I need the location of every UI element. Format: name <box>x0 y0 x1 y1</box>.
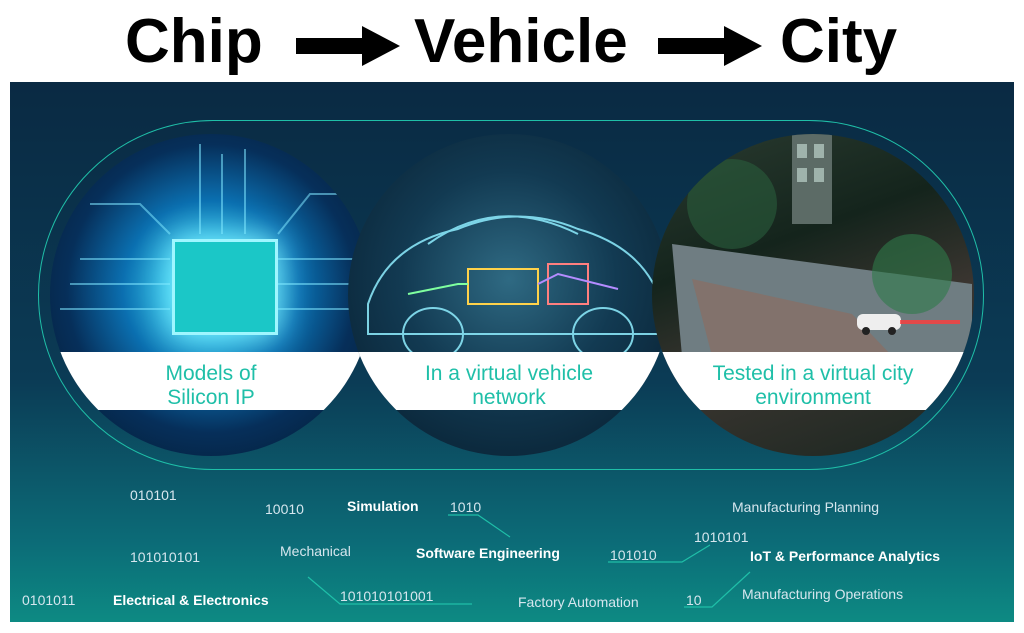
circle-2-label: In a virtual vehicle network <box>424 362 594 409</box>
tag-software-engineering: Software Engineering <box>416 545 560 561</box>
binary-tag: 101010101 <box>130 549 201 565</box>
chip-icon <box>172 239 278 335</box>
binary-tag: 010101 <box>130 487 177 503</box>
city-street-icon <box>672 134 972 356</box>
chip-circle: Models of Silicon IP <box>50 134 372 456</box>
title-row: Chip Vehicle City <box>0 0 1024 82</box>
tag-iot-performance-analytics: IoT & Performance Analytics <box>750 548 941 564</box>
city-circle: Tested in a virtual city environment <box>652 134 974 456</box>
circle-3-label: Tested in a virtual city environment <box>712 362 914 409</box>
tag-electrical-electronics: Electrical & Electronics <box>113 592 269 608</box>
binary-tag: 101010 <box>610 547 657 563</box>
circle-1-label: Models of Silicon IP <box>165 362 257 409</box>
tag-factory-automation: Factory Automation <box>518 594 639 610</box>
label-band <box>50 352 372 410</box>
label-band <box>348 352 670 410</box>
binary-tag: 0101011 <box>22 592 76 608</box>
label-band <box>652 352 974 410</box>
binary-tag: 10 <box>686 592 702 608</box>
binary-tag: 10010 <box>265 501 304 517</box>
tag-manufacturing-operations: Manufacturing Operations <box>742 586 904 602</box>
outline-pill <box>38 120 984 470</box>
binary-tag: 1010101 <box>694 529 749 545</box>
binary-tag: 1010 <box>450 499 482 515</box>
arrow-right-icon <box>658 26 762 66</box>
tag-simulation: Simulation <box>347 498 419 514</box>
tag-mechanical: Mechanical <box>280 543 351 559</box>
vehicle-circle: In a virtual vehicle network <box>348 134 670 456</box>
main-panel: Models of Silicon IP In a virtual vehicl… <box>10 82 1014 622</box>
tag-manufacturing-planning: Manufacturing Planning <box>732 499 880 515</box>
connector-lines <box>307 514 751 608</box>
arrow-right-icon <box>296 26 400 66</box>
title-chip: Chip <box>125 7 263 76</box>
binary-tag: 101010101001 <box>340 588 434 604</box>
title-vehicle: Vehicle <box>414 7 628 76</box>
title-city: City <box>780 7 898 76</box>
